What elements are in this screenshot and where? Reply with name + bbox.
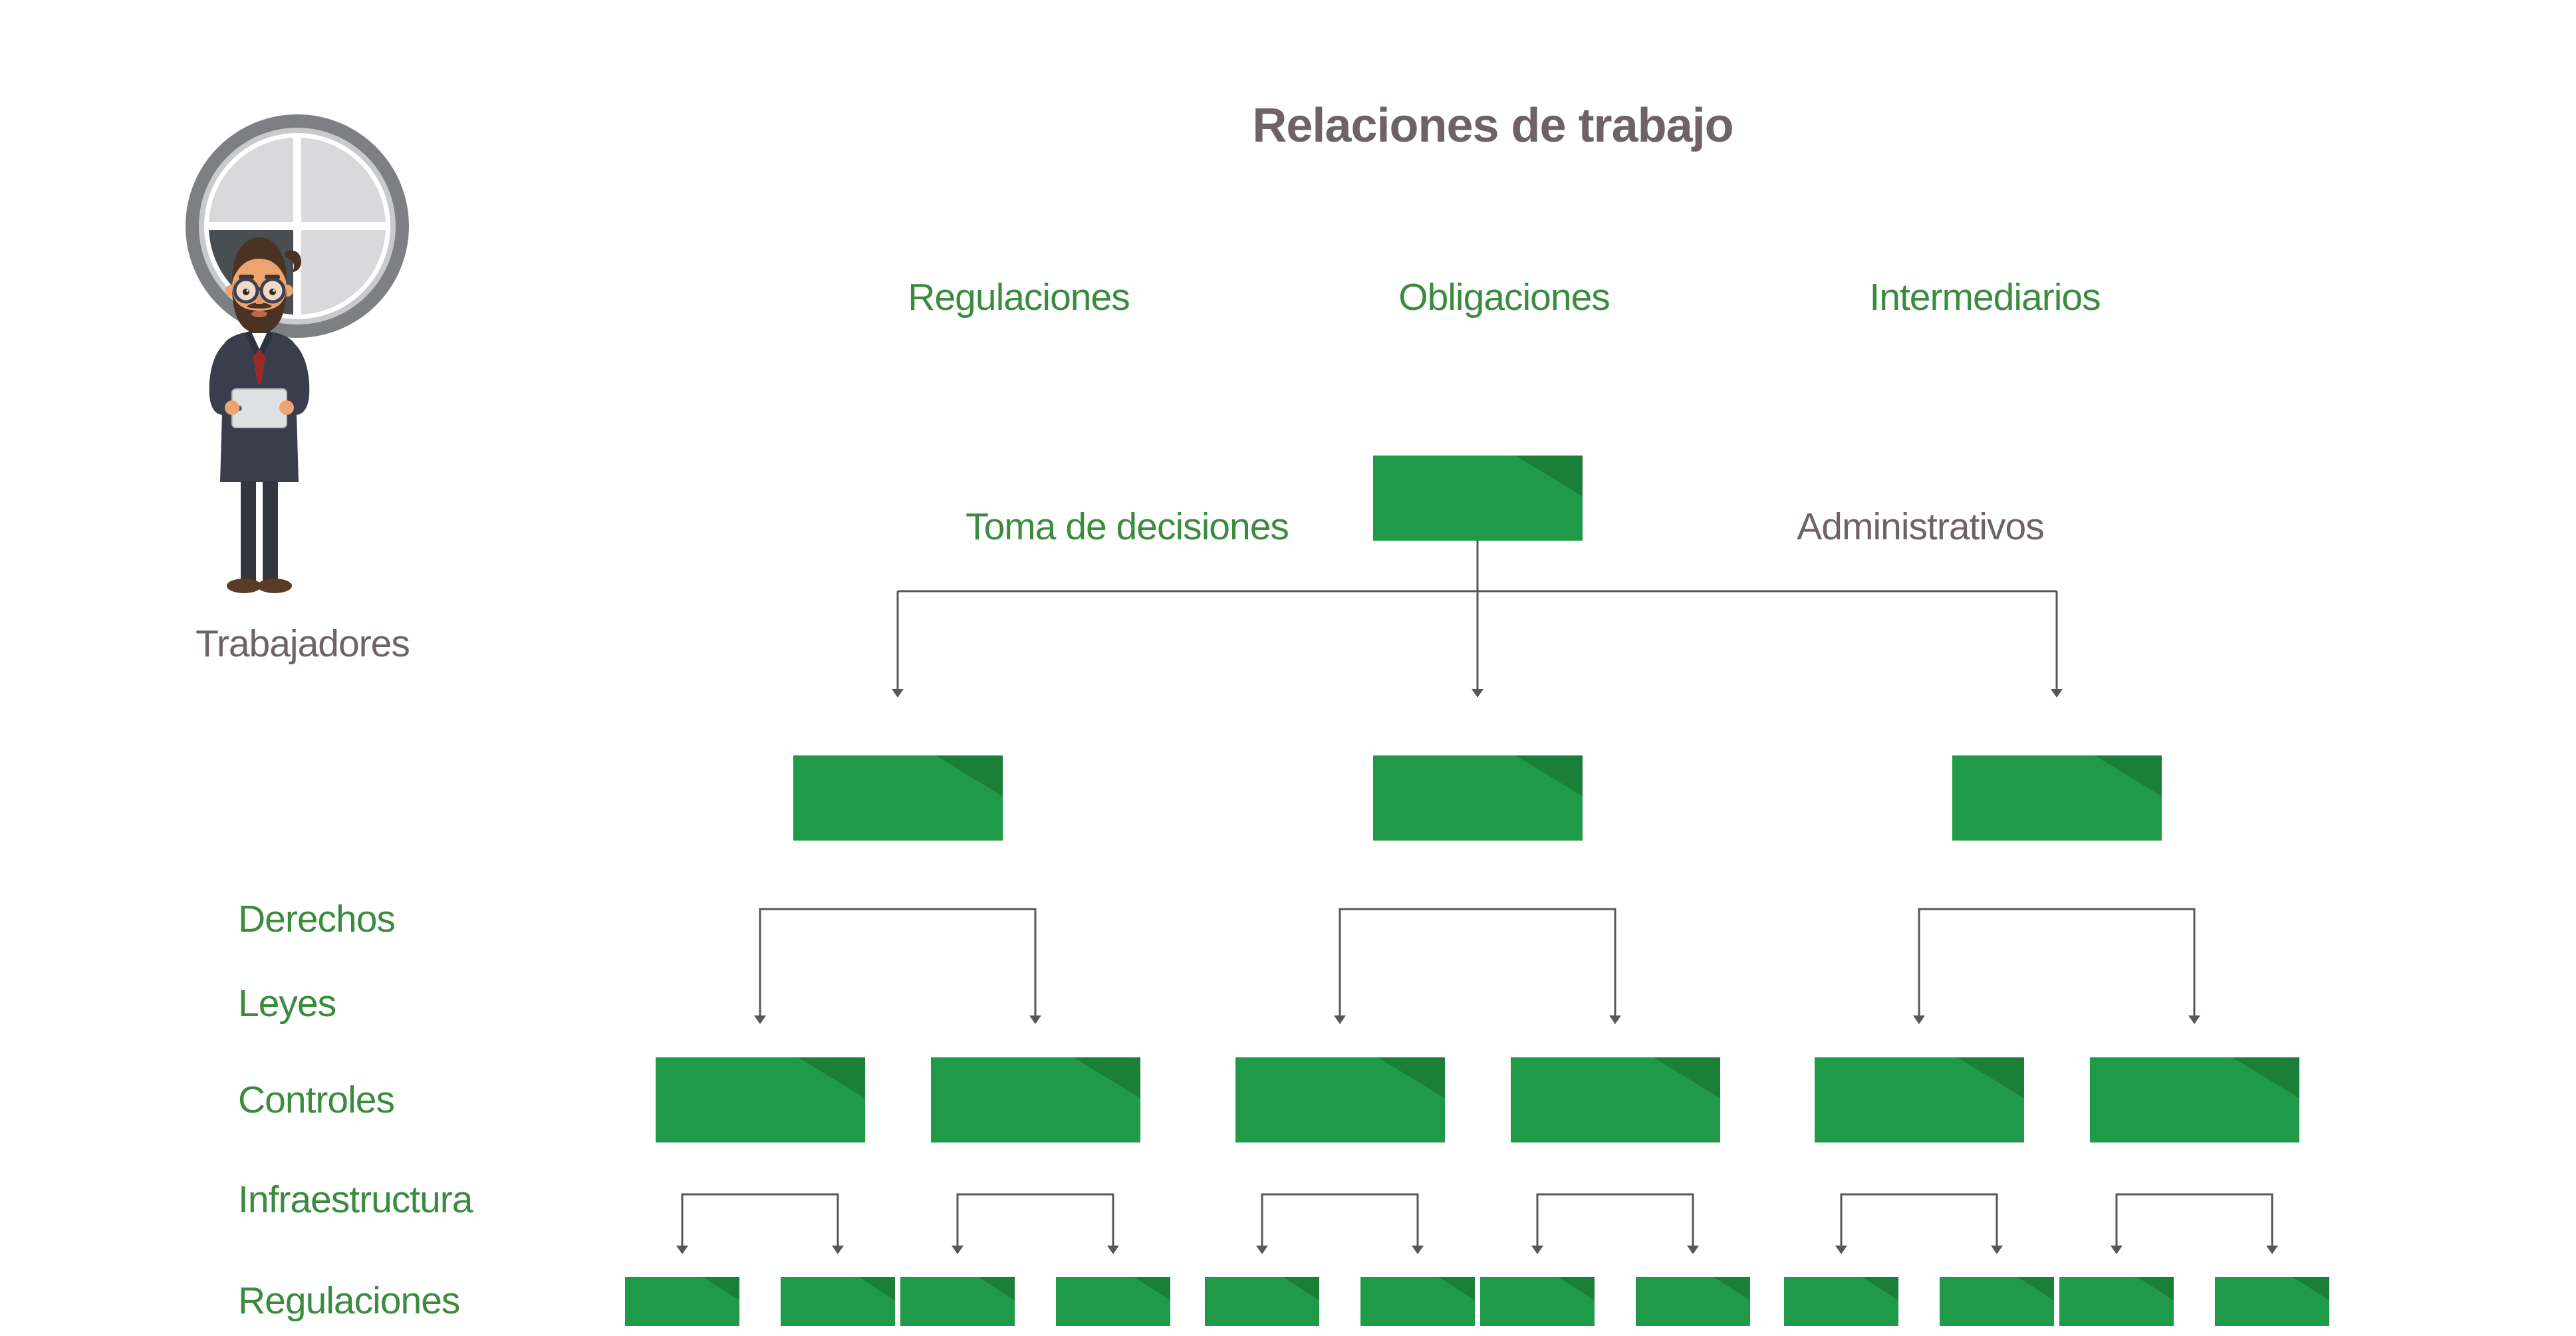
org-node-box: [900, 1277, 1015, 1326]
page-title: Relaciones de trabajo: [1252, 99, 1734, 152]
arrow-icon: [1256, 1246, 1268, 1254]
org-node-box: [1940, 1277, 2054, 1326]
side-label-leyes: Leyes: [238, 982, 336, 1025]
arrow-icon: [1991, 1246, 2003, 1254]
arrow-icon: [754, 1015, 766, 1024]
arrow-icon: [1913, 1015, 1925, 1024]
column-label-intermediarios: Intermediarios: [1869, 276, 2101, 319]
arrow-icon: [1107, 1246, 1119, 1254]
org-node-box: [1511, 1057, 1720, 1142]
org-node-box: [1952, 755, 2162, 841]
level2-bracket-center: [1339, 908, 1616, 1015]
side-label-derechos: Derechos: [238, 898, 396, 940]
org-node-box: [2059, 1277, 2174, 1326]
org-node-box: [1815, 1057, 2024, 1142]
label-administrativos: Administrativos: [1797, 505, 2044, 548]
column-label-obligaciones: Obligaciones: [1398, 276, 1610, 319]
worker-illustration: [186, 114, 409, 593]
arrow-icon: [1609, 1015, 1621, 1024]
org-node-box: [1480, 1277, 1595, 1326]
arrow-icon: [952, 1246, 964, 1254]
level3-bracket-3: [1261, 1193, 1419, 1246]
org-node-box: [1636, 1277, 1750, 1326]
arrow-icon: [1334, 1015, 1346, 1024]
arrow-icon: [832, 1246, 844, 1254]
arrow-icon: [676, 1246, 688, 1254]
level2-bracket-left: [759, 908, 1037, 1015]
level3-bracket-2: [956, 1193, 1114, 1246]
arrow-icon: [892, 689, 904, 698]
arrow-icon: [1029, 1015, 1041, 1024]
side-label-controles: Controles: [238, 1079, 395, 1121]
worker-figure: [209, 237, 310, 593]
org-node-box: [931, 1057, 1140, 1142]
level2-bracket-right: [1918, 908, 2196, 1015]
org-node-box: [1056, 1277, 1170, 1326]
org-node-box: [781, 1277, 895, 1326]
label-toma-de-decisiones: Toma de decisiones: [966, 505, 1289, 548]
arrow-icon: [1412, 1246, 1424, 1254]
arrow-icon: [2266, 1246, 2278, 1254]
worker-label: Trabajadores: [195, 622, 410, 665]
org-node-box: [1360, 1277, 1475, 1326]
side-label-regulaciones: Regulaciones: [238, 1279, 460, 1322]
org-node-box: [1784, 1277, 1898, 1326]
level3-bracket-4: [1536, 1193, 1694, 1246]
arrow-icon: [2111, 1246, 2123, 1254]
org-node-box: [656, 1057, 865, 1142]
org-node-box: [1235, 1057, 1445, 1142]
level3-bracket-5: [1840, 1193, 1998, 1246]
org-node-box: [2215, 1277, 2329, 1326]
org-node-box: [1373, 755, 1583, 841]
arrow-icon: [1531, 1246, 1543, 1254]
arrow-icon: [2188, 1015, 2200, 1024]
arrow-icon: [1835, 1246, 1847, 1254]
org-node-box: [2090, 1057, 2299, 1142]
org-node-box: [793, 755, 1003, 841]
arrow-icon: [1687, 1246, 1699, 1254]
org-node-box: [625, 1277, 739, 1326]
arrow-icon: [1472, 689, 1483, 698]
side-label-infraestructura: Infraestructura: [238, 1178, 473, 1221]
tablet: [231, 388, 287, 428]
circle-window-icon: [186, 114, 409, 338]
arrowheads: [676, 689, 2278, 1254]
level3-bracket-1: [681, 1193, 839, 1246]
arrow-icon: [2051, 689, 2063, 698]
org-node-box: [1205, 1277, 1319, 1326]
level3-bracket-6: [2115, 1193, 2273, 1246]
column-label-regulaciones: Regulaciones: [908, 276, 1130, 319]
org-node-box-root: [1373, 456, 1583, 541]
